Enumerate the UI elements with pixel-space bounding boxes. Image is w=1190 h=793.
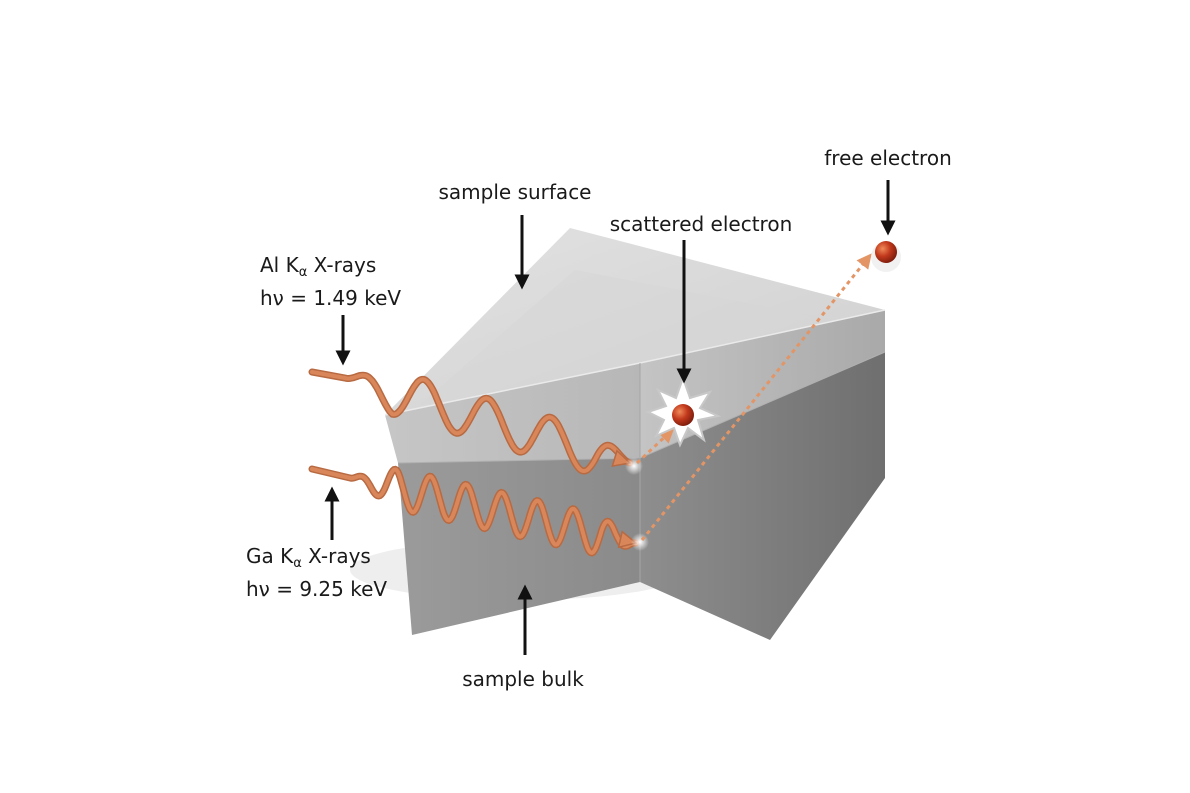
scattered-electron-label: scattered electron	[610, 212, 793, 236]
sample-block	[384, 228, 886, 640]
free-electron-label: free electron	[824, 146, 952, 170]
ga-xray-label: Ga Kα X-rays	[246, 544, 371, 571]
sample-surface-label: sample surface	[439, 180, 592, 204]
sample-bulk-label: sample bulk	[462, 667, 584, 691]
x-ray-waves	[308, 368, 640, 557]
al-xray-label: Al Kα X-rays	[260, 253, 376, 280]
scattered-electron	[672, 404, 694, 426]
surface-layer-right-face	[640, 310, 885, 458]
ga-xray-wave	[310, 467, 638, 556]
al-energy-label: hν = 1.49 keV	[260, 286, 401, 310]
surface-layer-left-face	[385, 363, 640, 463]
ga-energy-label: hν = 9.25 keV	[246, 577, 387, 601]
bulk-right-face	[640, 352, 885, 640]
free-electron	[875, 241, 897, 263]
al-absorption-glow	[625, 457, 643, 475]
al-xray-wave	[310, 370, 632, 474]
al-xray-wave-arrowhead	[611, 449, 632, 468]
pointer-arrows	[324, 180, 896, 655]
ga-absorption-glow	[631, 533, 649, 551]
